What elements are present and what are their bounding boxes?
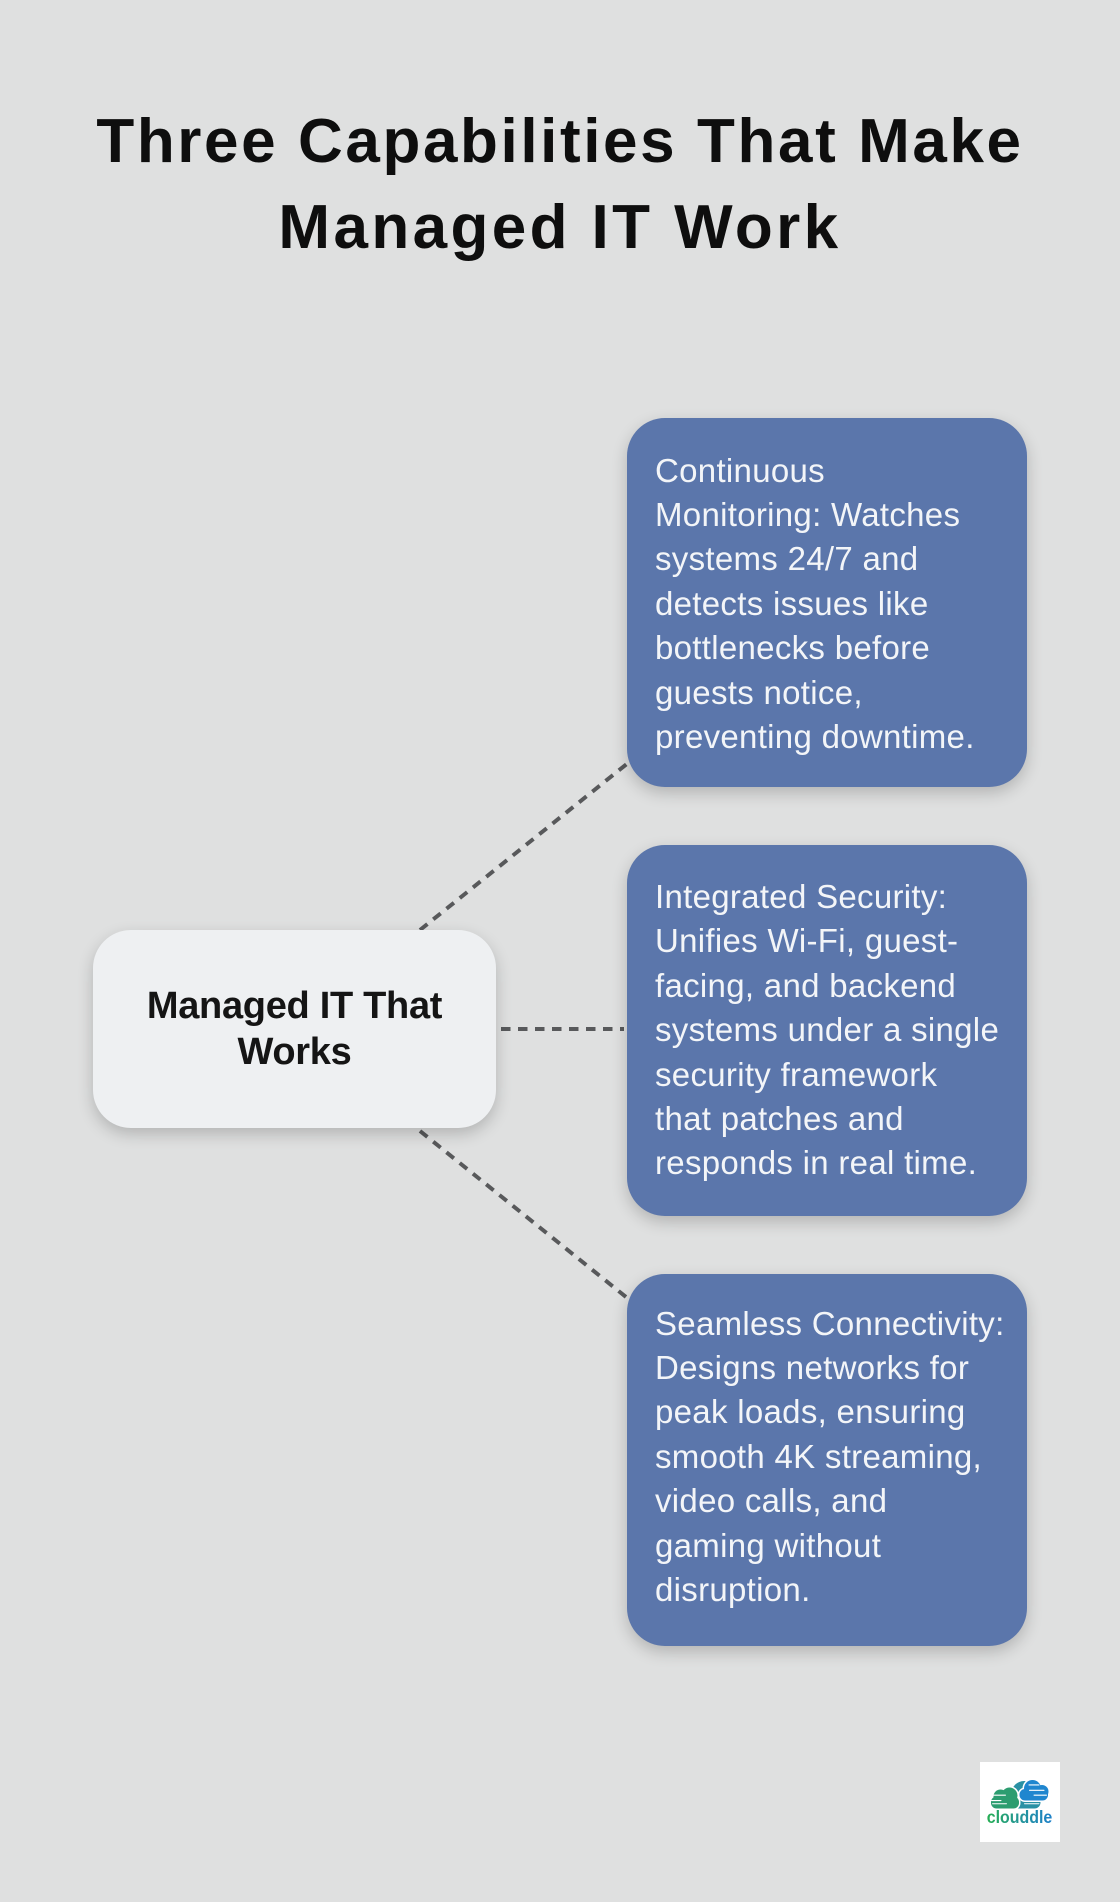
svg-text:clouddle: clouddle	[987, 1807, 1053, 1827]
